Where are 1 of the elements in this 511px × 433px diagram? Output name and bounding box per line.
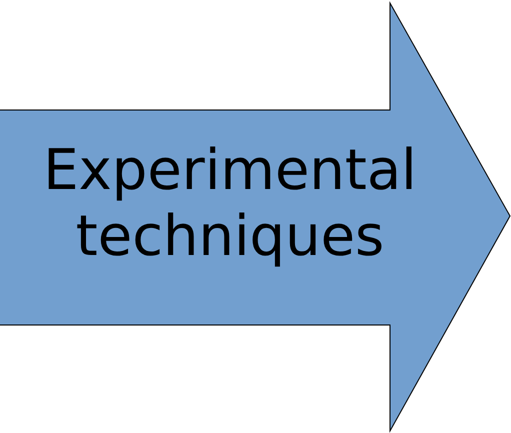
arrow-label: Experimental techniques (42, 138, 418, 270)
